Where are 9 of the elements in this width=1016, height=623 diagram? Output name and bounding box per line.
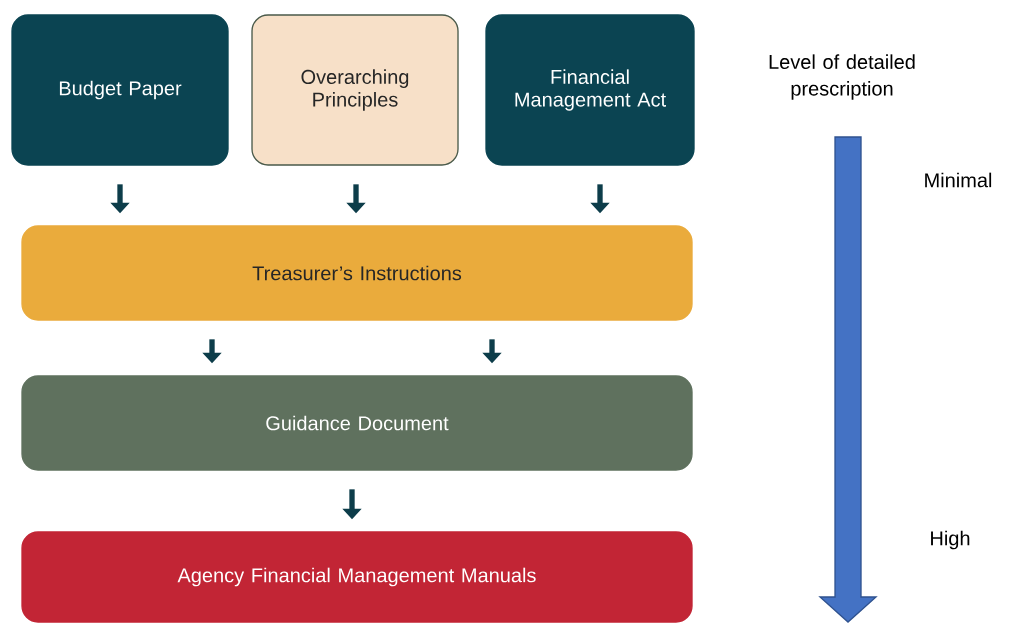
process-box: Guidance Document bbox=[21, 375, 693, 471]
process-box: Treasurer’s Instructions bbox=[21, 225, 693, 321]
axis-label: High bbox=[931, 530, 970, 550]
process-box: Financial Management Act bbox=[485, 14, 695, 166]
axis-label: Minimal bbox=[925, 172, 992, 188]
process-box: Overarching Principles bbox=[251, 14, 459, 166]
process-box: Budget Paper bbox=[11, 14, 229, 166]
process-box: Agency Financial Management Manuals bbox=[21, 531, 693, 623]
axis-label: Level of detailed prescription bbox=[769, 54, 915, 100]
